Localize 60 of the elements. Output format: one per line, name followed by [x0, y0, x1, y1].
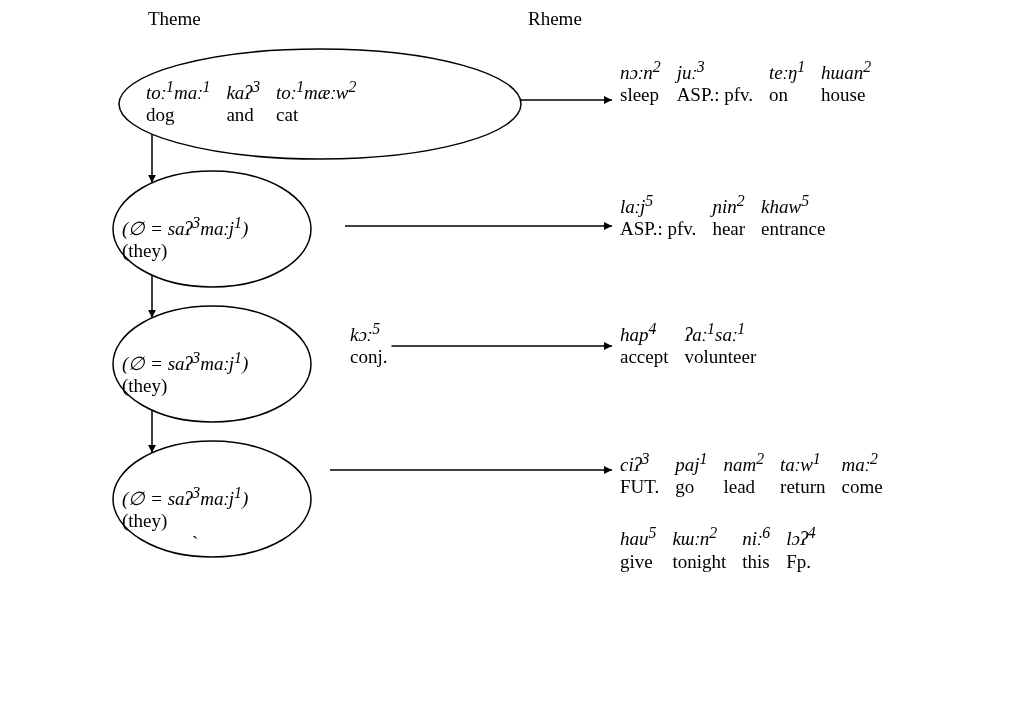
transcription-word: (∅ = saʔ$^{3}$maːj$^{1}$) [122, 348, 249, 376]
arrow [519, 96, 613, 104]
transcription-word: juː$^{3}$ [676, 57, 706, 85]
transcription-word: kaʔ$^{3}$ [226, 77, 261, 105]
gloss-word: (they) [122, 375, 169, 398]
transcription-word: maː$^{2}$ [841, 449, 879, 477]
gloss-word: this [742, 550, 771, 573]
transcription-word: taːw$^{1}$ [780, 449, 822, 477]
stray-mark: ` [192, 532, 199, 554]
gloss-word: (they) [122, 240, 169, 263]
transcription-word: laːj$^{5}$ [620, 191, 655, 219]
gloss-word: conj. [350, 346, 388, 369]
transcription-word: toː$^{1}$maː$^{1}$ [146, 77, 211, 105]
gloss-word: return [780, 476, 826, 499]
transcription-word: nɔːn$^{2}$ [620, 57, 661, 85]
transcription-word: niː$^{6}$ [742, 523, 771, 551]
transcription-word: hap$^{4}$ [620, 319, 658, 347]
transcription-word: khaw$^{5}$ [761, 191, 811, 219]
transcription-word: ciʔ$^{3}$ [620, 449, 651, 477]
column-heading: Theme [148, 8, 201, 30]
gloss-word: cat [276, 104, 300, 127]
gloss-word: sleep [620, 84, 661, 107]
gloss-word: volunteer [684, 346, 757, 369]
gloss-word: house [821, 84, 867, 107]
gloss-word: tonight [672, 550, 727, 573]
transcription-word: ɲin$^{2}$ [712, 191, 746, 219]
gloss-word: dog [146, 104, 176, 127]
transcription-word: (∅ = saʔ$^{3}$maːj$^{1}$) [122, 483, 249, 511]
gloss-word: (they) [122, 510, 169, 533]
gloss-word: Fp. [786, 550, 813, 573]
gloss-word: go [675, 476, 696, 499]
transcription-word: teːŋ$^{1}$ [769, 57, 806, 85]
gloss-word: accept [620, 346, 669, 369]
transcription-word: kɯːn$^{2}$ [672, 523, 719, 551]
arrow [148, 409, 156, 454]
transcription-word: nam$^{2}$ [723, 449, 765, 477]
transcription-word: lɔʔ$^{4}$ [786, 523, 816, 551]
transcription-word: ʔaː$^{1}$saː$^{1}$ [684, 319, 747, 347]
transcription-word: hau$^{5}$ [620, 523, 657, 551]
transcription-word: kɔː$^{5}$ [350, 319, 382, 347]
gloss-word: entrance [761, 218, 826, 241]
arrow [329, 466, 613, 474]
transcription-word: paj$^{1}$ [675, 449, 708, 477]
transcription-word: hɯan$^{2}$ [821, 57, 872, 85]
arrow [344, 222, 613, 230]
arrow [148, 133, 156, 184]
gloss-word: on [769, 84, 789, 107]
column-heading: Rheme [528, 8, 582, 30]
arrow [148, 274, 156, 319]
gloss-word: FUT. [620, 476, 660, 499]
gloss-word: ASP.: pfv. [620, 218, 697, 241]
arrow [390, 342, 613, 350]
gloss-word: ASP.: pfv. [676, 84, 753, 107]
gloss-word: hear [712, 218, 746, 241]
gloss-word: lead [723, 476, 757, 499]
transcription-word: (∅ = saʔ$^{3}$maːj$^{1}$) [122, 213, 249, 241]
gloss-word: come [841, 476, 883, 499]
gloss-word: and [226, 104, 255, 127]
gloss-word: give [620, 550, 654, 573]
transcription-word: toː$^{1}$mæːw$^{2}$ [276, 77, 357, 105]
